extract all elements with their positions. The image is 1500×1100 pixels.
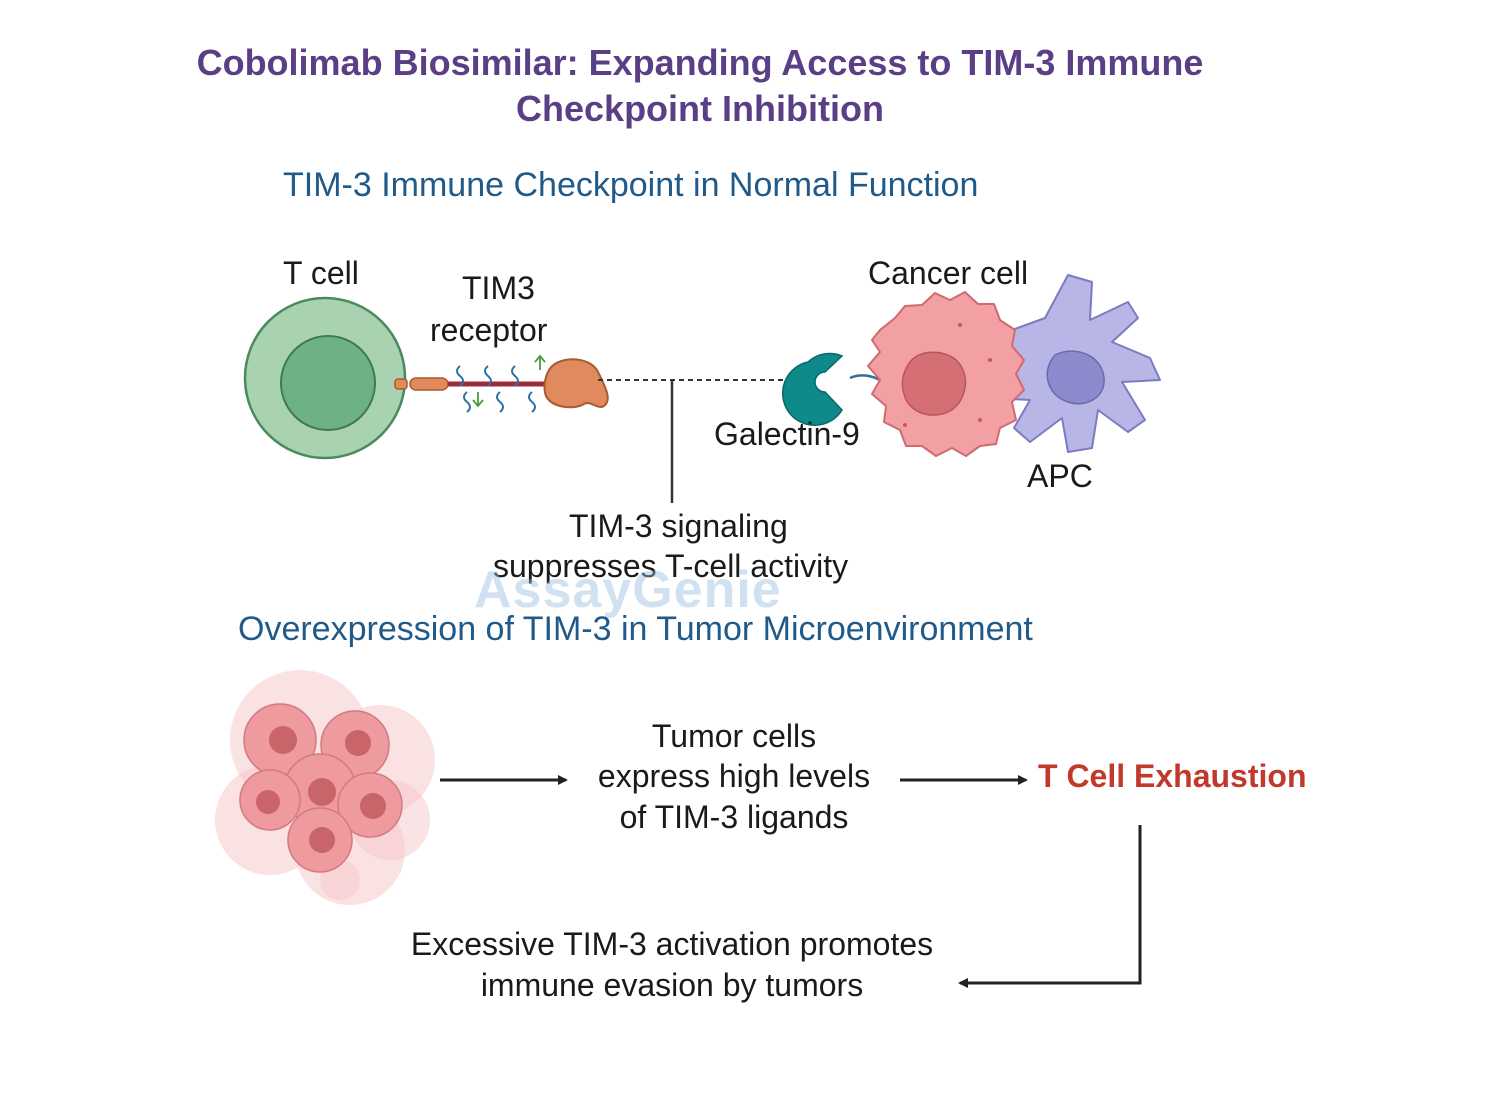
tim3-receptor-icon (394, 354, 609, 413)
apc-icon (987, 274, 1161, 453)
watermark-logo: AssayGenie (474, 561, 782, 619)
t-cell-exhaustion-label: T Cell Exhaustion (1038, 758, 1307, 794)
tumor-ligand-line1: Tumor cells (651, 718, 817, 754)
evasion-line1: Excessive TIM-3 activation promotes (410, 926, 934, 962)
arrow-exhaustion-to-evasion (958, 825, 1142, 988)
evasion-line2: immune evasion by tumors (480, 967, 864, 1003)
tumor-ligand-line2: express high levels (597, 758, 871, 794)
page-title: Cobolimab Biosimilar: Expanding Access t… (196, 42, 1204, 129)
apc-label: APC (1027, 458, 1093, 494)
cancer-cell-label: Cancer cell (868, 255, 1029, 291)
cancer-cell-icon (867, 291, 1025, 457)
tumor-cluster-icon (215, 670, 435, 905)
section-heading-normal: TIM-3 Immune Checkpoint in Normal Functi… (283, 166, 979, 204)
section-heading-tumor: Overexpression of TIM-3 in Tumor Microen… (238, 610, 1033, 648)
galectin-9-icon (781, 352, 881, 427)
signaling-label-line2: suppresses T-cell activity (493, 548, 849, 584)
signaling-label-line1: TIM-3 signaling (569, 508, 788, 544)
tumor-ligand-line3: of TIM-3 ligands (619, 799, 849, 835)
galectin-9-label: Galectin-9 (714, 416, 860, 452)
t-cell-icon (243, 296, 407, 460)
t-cell-label: T cell (283, 255, 359, 291)
receptor-label-line2: receptor (430, 312, 548, 348)
receptor-label-line1: TIM3 (462, 270, 535, 306)
